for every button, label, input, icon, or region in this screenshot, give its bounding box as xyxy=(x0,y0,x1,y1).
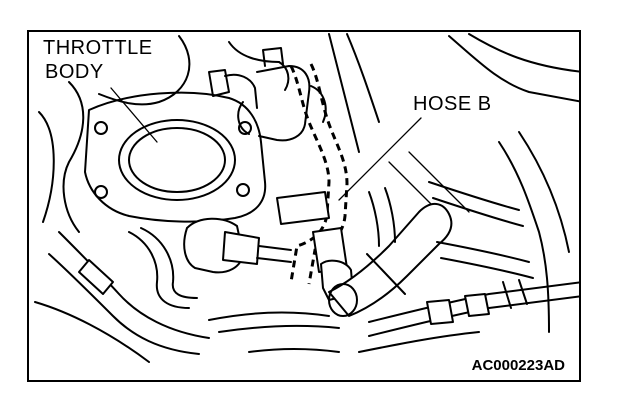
figure-code: AC000223AD xyxy=(471,357,565,374)
engine-illustration xyxy=(34,33,579,363)
body-label: BODY xyxy=(45,61,104,83)
hose-b-leader xyxy=(338,117,422,201)
lower-bundle xyxy=(208,279,579,353)
throttle-body-leader xyxy=(110,87,158,143)
throttle-label: THROTTLE xyxy=(43,37,153,59)
left-harness xyxy=(34,227,210,363)
throttle-body xyxy=(84,69,267,223)
hose-right xyxy=(328,203,453,317)
hose-grid xyxy=(368,181,534,279)
throttle-sensor xyxy=(237,47,327,142)
diagram-frame: THROTTLE BODY HOSE B AC000223AD xyxy=(27,30,581,382)
hose-b-label: HOSE B xyxy=(413,93,492,115)
connector-cluster xyxy=(183,191,354,301)
engine-background xyxy=(38,33,579,333)
